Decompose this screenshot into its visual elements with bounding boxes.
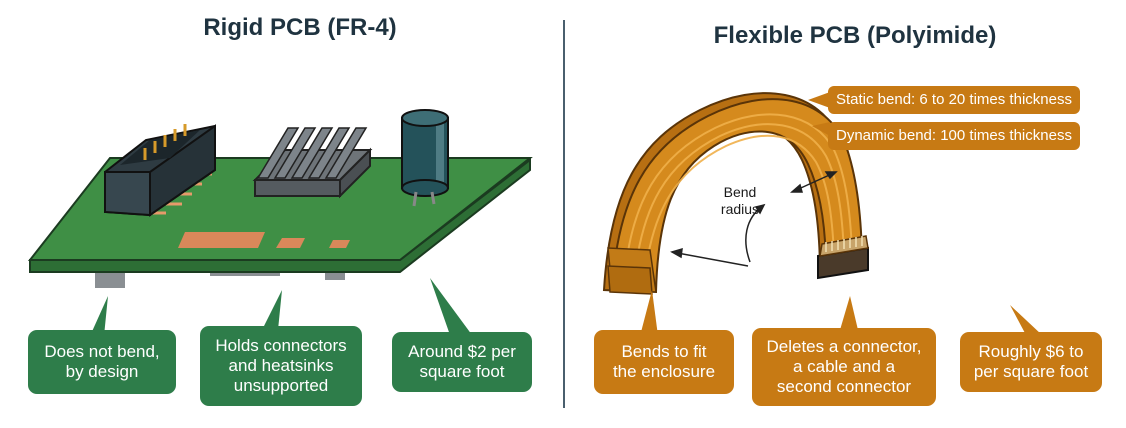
dynamic-bend-label: Dynamic bend: 100 times thickness bbox=[828, 122, 1080, 150]
flexible-pcb-title: Flexible PCB (Polyimide) bbox=[713, 22, 997, 49]
callout-pointer bbox=[840, 296, 858, 330]
copper-pad bbox=[276, 238, 305, 248]
rigid-pcb-illustration bbox=[27, 109, 533, 336]
pin-header-connector bbox=[104, 124, 216, 217]
copper-pad bbox=[329, 240, 350, 248]
callout-flex-cost: Roughly $6 to per square foot bbox=[960, 332, 1102, 392]
callout-pointer bbox=[262, 290, 282, 330]
callout-does-not-bend: Does not bend, by design bbox=[28, 330, 176, 394]
static-bend-label: Static bend: 6 to 20 times thickness bbox=[828, 86, 1080, 114]
callout-pointer bbox=[1010, 305, 1042, 335]
electrolytic-capacitor bbox=[401, 109, 449, 207]
copper-pad bbox=[178, 232, 265, 248]
flexible-pcb-illustration bbox=[602, 92, 1042, 336]
flex-connector bbox=[817, 235, 869, 280]
callout-bends-to-fit: Bends to fit the enclosure bbox=[594, 330, 734, 394]
callout-pointer bbox=[640, 290, 658, 336]
label-pointer bbox=[812, 122, 830, 136]
callout-deletes-connector: Deletes a connector, a cable and a secon… bbox=[752, 328, 936, 406]
bend-radius-label: Bend radius bbox=[720, 184, 760, 217]
rigid-pcb-title: Rigid PCB (FR-4) bbox=[203, 14, 397, 41]
callout-rigid-cost: Around $2 per square foot bbox=[392, 332, 532, 392]
section-divider bbox=[563, 20, 565, 408]
callout-holds-connectors: Holds connectors and heatsinks unsupport… bbox=[200, 326, 362, 406]
label-pointer bbox=[808, 92, 830, 108]
callout-pointer bbox=[430, 278, 472, 335]
callout-pointer bbox=[90, 296, 108, 336]
heatsink bbox=[252, 127, 373, 199]
bend-radius-arrow bbox=[670, 171, 838, 267]
